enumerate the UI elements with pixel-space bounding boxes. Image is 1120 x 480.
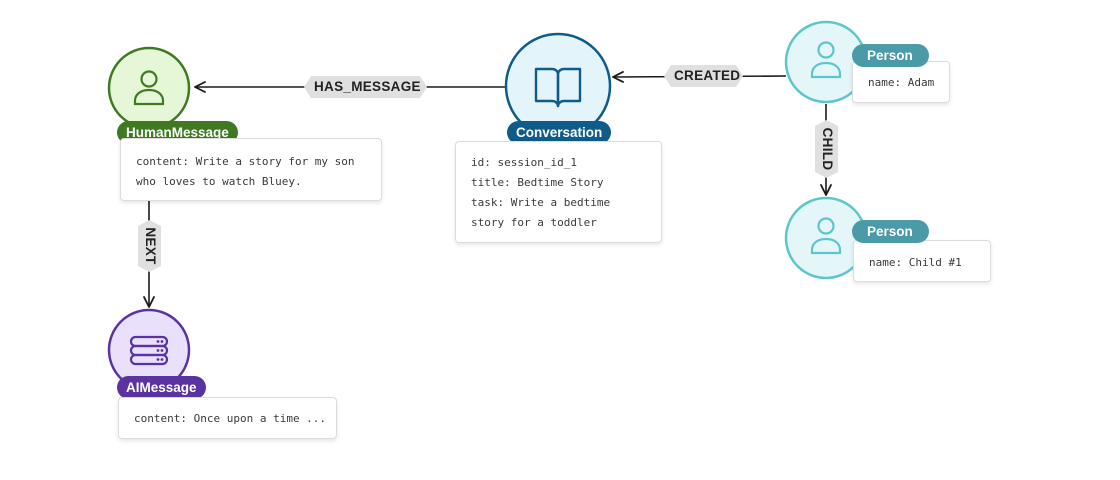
property-line: who loves to watch Bluey. — [136, 175, 302, 188]
person-child-label[interactable]: Person — [852, 220, 929, 243]
property-line: title: Bedtime Story — [471, 176, 604, 189]
property-line: name: Adam — [868, 76, 935, 89]
edge-label-child: CHILD — [815, 120, 838, 178]
property-line: name: Child #1 — [869, 256, 962, 269]
conversation-properties: id: session_id_1 title: Bedtime Story ta… — [455, 141, 662, 243]
property-line: id: session_id_1 — [471, 156, 577, 169]
edge-label-created: CREATED — [664, 65, 743, 87]
conversation-node[interactable] — [504, 32, 612, 140]
user-icon — [810, 41, 842, 79]
property-line: content: Once upon a time ... — [134, 412, 327, 425]
person-adam-label[interactable]: Person — [852, 44, 929, 67]
edge-label-has-message: HAS_MESSAGE — [304, 76, 427, 98]
person-child-properties: name: Child #1 — [853, 240, 991, 282]
ai-message-properties: content: Once upon a time ... — [118, 397, 337, 439]
conversation-label[interactable]: Conversation — [507, 121, 612, 144]
user-icon — [133, 70, 165, 106]
user-icon — [810, 217, 842, 255]
database-icon — [129, 335, 169, 366]
edge-label-next-text: NEXT — [142, 227, 158, 265]
book-open-icon — [534, 67, 582, 108]
edge-label-child-text: CHILD — [819, 127, 835, 171]
person-adam-properties: name: Adam — [852, 61, 950, 103]
ai-message-node[interactable] — [107, 308, 191, 392]
property-line: task: Write a bedtime — [471, 196, 611, 209]
ai-message-label[interactable]: AIMessage — [117, 376, 206, 399]
human-message-properties: content: Write a story for my son who lo… — [120, 138, 382, 201]
human-message-node[interactable] — [107, 46, 191, 130]
edge-label-next: NEXT — [138, 220, 161, 272]
property-line: story for a toddler — [471, 216, 597, 229]
property-line: content: Write a story for my son — [136, 155, 355, 168]
